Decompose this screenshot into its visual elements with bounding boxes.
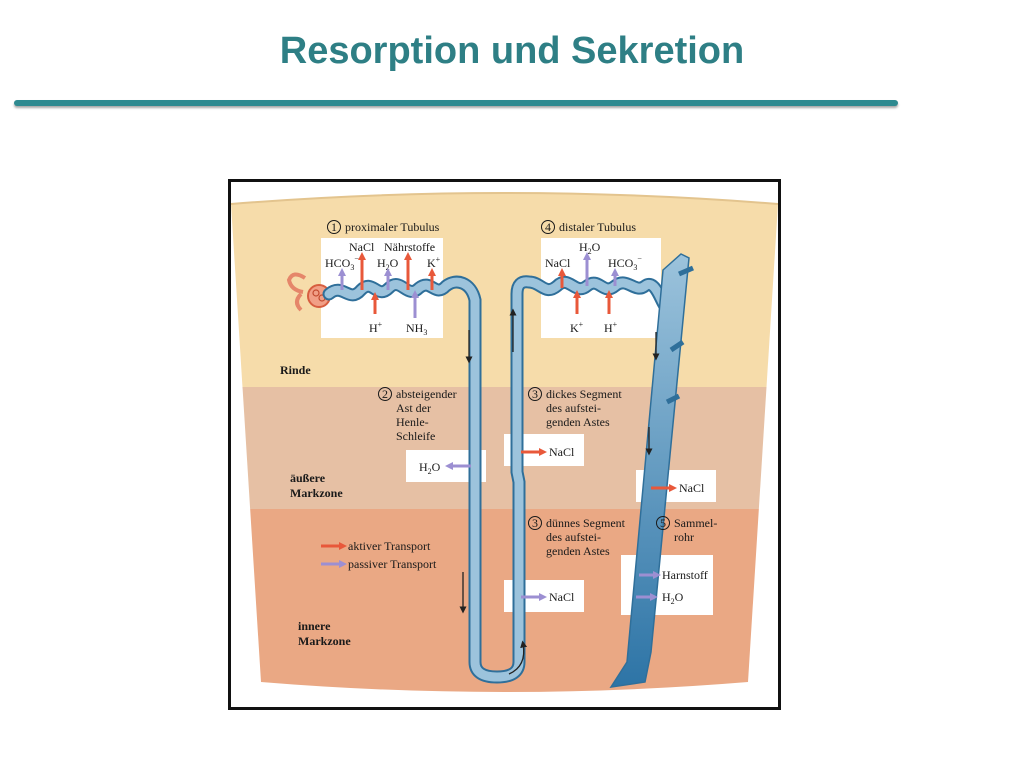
legend-active-label: aktiver Transport [348,539,431,553]
step-badge-1 [327,220,341,234]
prox-nacl: NaCl [349,240,375,254]
zone-label-inner-medulla-1: innere [298,619,331,633]
desc-limb-label-3: Henle- [396,415,429,429]
dist-h2o: H2O [579,240,601,256]
dist-hco3: HCO3− [608,254,642,272]
thin-asc-label-2: des aufstei- [546,530,601,544]
transport-legend: aktiver Transport passiver Transport [321,539,437,571]
svg-text:5: 5 [660,516,666,530]
step-badge-3-thin [528,516,542,530]
prox-k: K+ [427,255,441,270]
svg-text:3: 3 [532,387,538,401]
desc-h2o: H2O [419,460,441,476]
prox-h2o: H2O [377,256,399,272]
dist-h: H+ [604,320,618,335]
thick-asc-label-2: des aufstei- [546,401,601,415]
title-divider [14,100,898,106]
thick-asc-label-3: genden Astes [546,415,610,429]
slide-title: Resorption und Sekretion [279,30,745,72]
step-badge-5 [656,516,670,530]
svg-text:1: 1 [331,220,337,234]
svg-text:3: 3 [532,516,538,530]
step-badge-3-thick [528,387,542,401]
cd-nacl: NaCl [679,481,705,495]
prox-hco3: HCO3− [325,254,359,272]
thick-nacl: NaCl [549,445,575,459]
proximal-tubule-label: proximaler Tubulus [345,220,440,234]
thin-asc-label-3: genden Astes [546,544,610,558]
svg-text:2: 2 [382,387,388,401]
zone-label-outer-medulla-1: äußere [290,471,326,485]
cd-h2o: H2O [662,590,684,606]
collecting-duct-label-1: Sammel- [674,516,717,530]
cd-branch [678,265,694,277]
prox-nh3: NH3 [406,321,427,337]
legend-passive-label: passiver Transport [348,557,437,571]
zone-label-cortex: Rinde [280,363,311,377]
dist-nacl: NaCl [545,256,571,270]
svg-text:4: 4 [545,220,551,234]
prox-naehrstoffe: Nährstoffe [384,240,435,254]
zone-label-inner-medulla-2: Markzone [298,634,351,648]
step-badge-4 [541,220,555,234]
kidney-nephron-figure: Rinde äußere Markzone innere Markzone 1 … [228,179,781,710]
cd-harnstoff: Harnstoff [662,568,708,582]
thick-asc-label-1: dickes Segment [546,387,622,401]
thin-nacl: NaCl [549,590,575,604]
nephron-tubule [324,277,670,682]
step-badge-2 [378,387,392,401]
dist-k: K+ [570,320,584,335]
desc-limb-label-1: absteigender [396,387,457,401]
collecting-duct-label-2: rohr [674,530,694,544]
cortex-zone [231,193,778,387]
prox-h-ion: H+ [369,320,383,335]
thin-asc-label-1: dünnes Segment [546,516,626,530]
flow-arrow-loop [508,640,528,675]
distal-tubule-label: distaler Tubulus [559,220,636,234]
zone-label-outer-medulla-2: Markzone [290,486,343,500]
desc-limb-label-2: Ast der [396,401,431,415]
collecting-duct [609,253,690,688]
desc-limb-label-4: Schleife [396,429,435,443]
